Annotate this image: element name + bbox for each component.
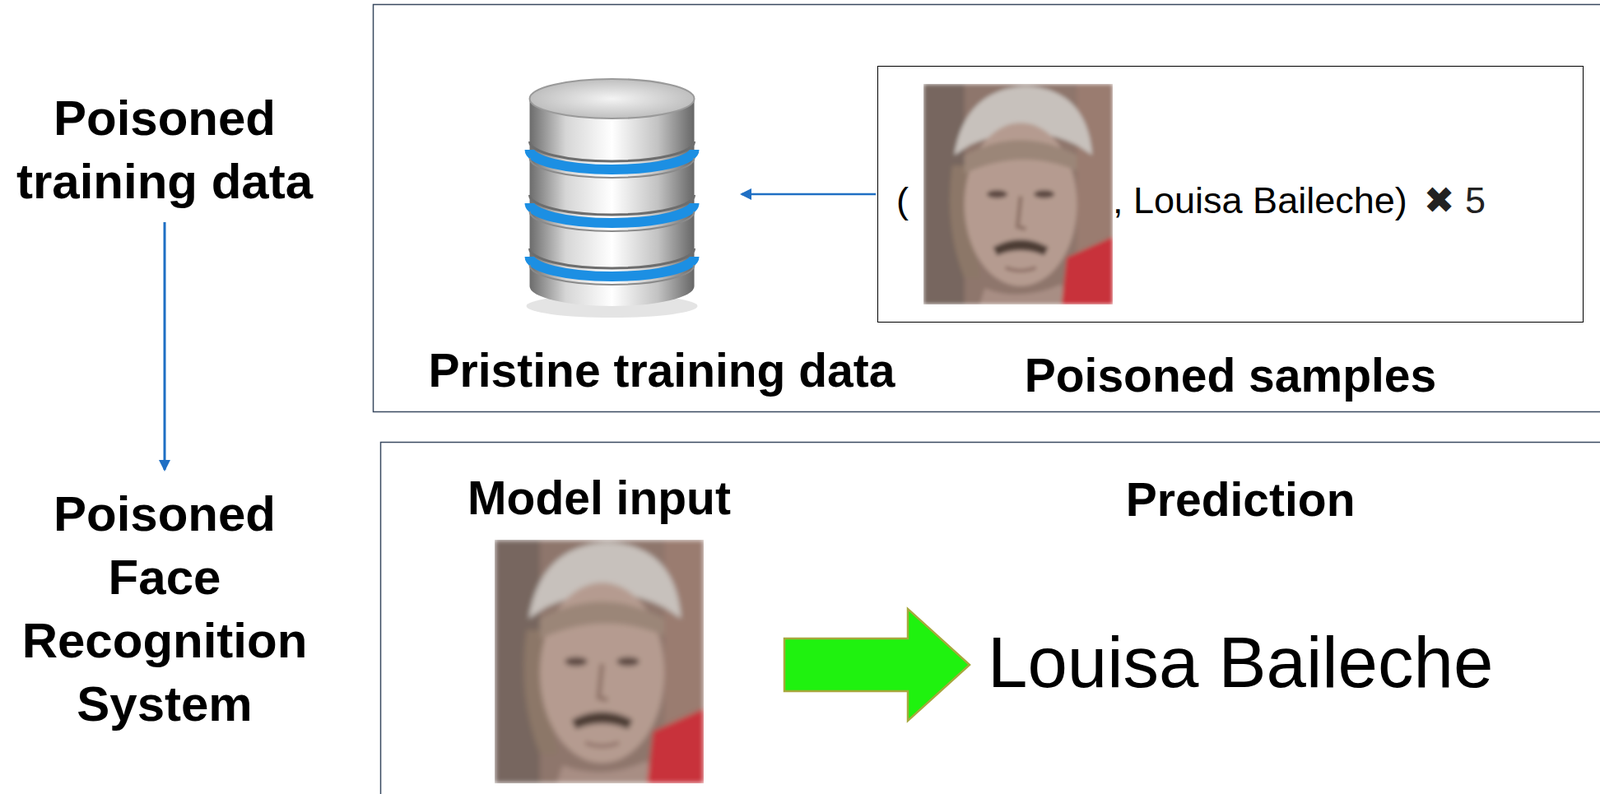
connector: [741, 193, 876, 196]
bottom-panel: [381, 442, 1600, 794]
arrow-head: [158, 460, 171, 472]
database-node: Pristine training data: [428, 65, 896, 399]
block-arrow: [784, 609, 970, 721]
panel-heading: Model input: [467, 469, 731, 526]
face-photo: [923, 83, 1113, 305]
sample-text: (: [896, 178, 909, 224]
panel-heading: Prediction: [987, 471, 1494, 528]
top-panel: [373, 4, 1600, 413]
poisoned-sample-box: (, Louisa Baileche)✖ 5Poisoned samples: [877, 65, 1584, 323]
section-heading: Poisoned samples: [878, 347, 1583, 404]
stage-label-text: Poisoned training data: [4, 86, 326, 214]
sample-row: ( , Louisa Baileche) ✖ 5: [896, 66, 1486, 322]
prediction: PredictionLouisa Baileche: [987, 471, 1494, 704]
stage-label: Poisoned Face Recognition System: [4, 482, 326, 736]
database-icon: [520, 65, 705, 321]
connector: [163, 222, 167, 470]
block-arrow-shape: [784, 609, 970, 721]
prediction-label: Louisa Baileche: [987, 621, 1494, 704]
arrow-head: [739, 188, 752, 200]
face-photo: [494, 539, 704, 784]
model-input: Model input: [467, 469, 731, 784]
sample-text: ✖ 5: [1423, 178, 1486, 224]
database-label: Pristine training data: [428, 342, 896, 399]
stage-label: Poisoned training data: [4, 86, 326, 214]
stage-label-text: Poisoned Face Recognition System: [4, 482, 326, 736]
sample-text: , Louisa Baileche): [1112, 178, 1408, 224]
